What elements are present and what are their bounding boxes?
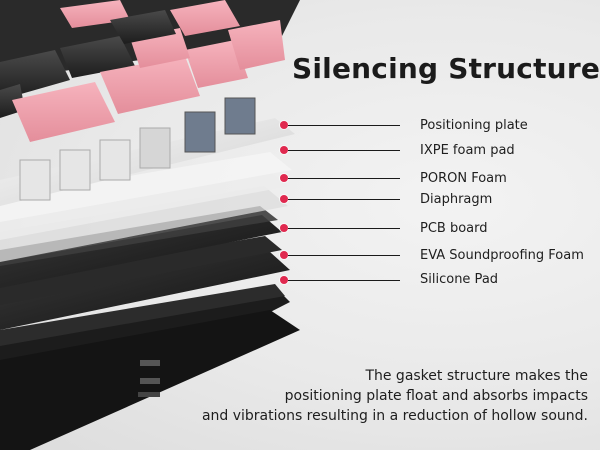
layer-label: Positioning plate [420, 118, 528, 133]
description-line: and vibrations resulting in a reduction … [201, 408, 588, 424]
description-line: The gasket structure makes the [365, 368, 588, 384]
leader-line [288, 199, 400, 200]
leader-line [288, 228, 400, 229]
page-title: Silencing Structure [292, 52, 600, 85]
marker-dot [280, 174, 288, 182]
leader-line [288, 150, 400, 151]
marker-dot [280, 224, 288, 232]
description-line: positioning plate float and absorbs impa… [284, 388, 588, 404]
case-bottom [0, 284, 300, 450]
marker-dot [280, 195, 288, 203]
marker-dot [280, 121, 288, 129]
keycaps [0, 0, 300, 142]
structure-description: The gasket structure makes the positioni… [148, 366, 588, 426]
leader-line [288, 255, 400, 256]
leader-line [288, 125, 400, 126]
leader-line [288, 280, 400, 281]
switch-row [19, 97, 256, 201]
marker-dot [280, 146, 288, 154]
leader-line [288, 178, 400, 179]
layer-label: PCB board [420, 221, 488, 236]
marker-dot [280, 251, 288, 259]
marker-dot [280, 276, 288, 284]
layer-label: Silicone Pad [420, 272, 499, 287]
layer-label: IXPE foam pad [420, 143, 515, 158]
layer-label: Diaphragm [420, 192, 493, 207]
layer-label: PORON Foam [420, 171, 507, 186]
layer-label: EVA Soundproofing Foam [420, 248, 584, 263]
